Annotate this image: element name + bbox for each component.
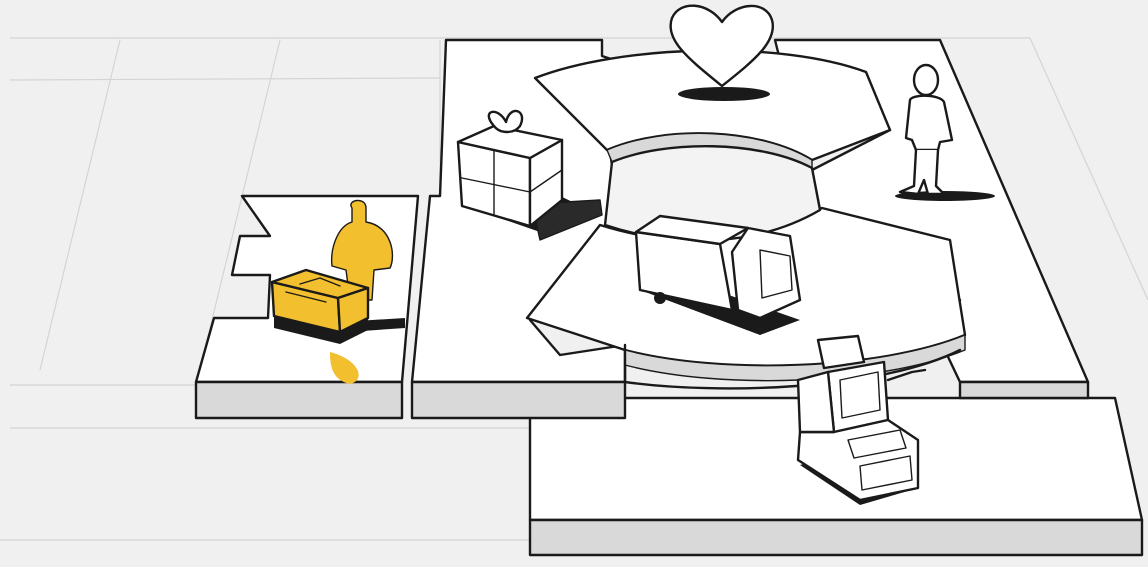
business-model-canvas-sketch [0, 0, 1148, 567]
canvas-illustration [0, 0, 1148, 567]
